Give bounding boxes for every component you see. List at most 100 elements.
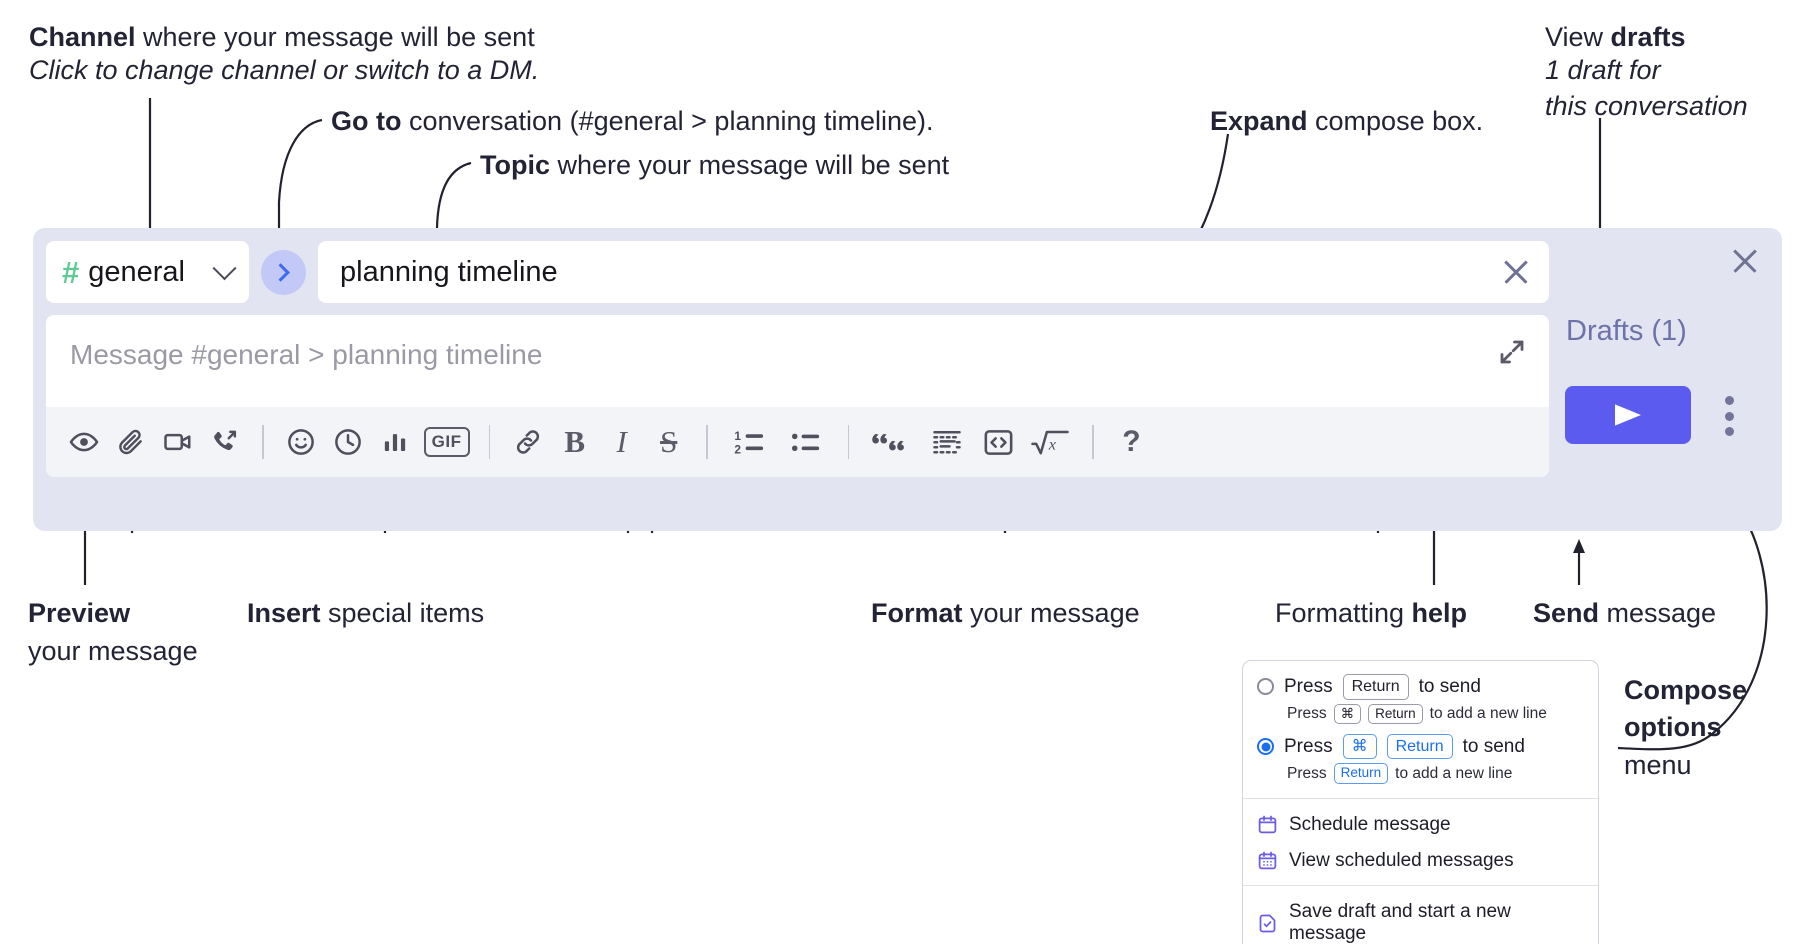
ordered-list-icon[interactable]: 1 2 [722,419,778,466]
toolbar-divider-4 [847,425,850,459]
toolbar-divider-2 [488,425,491,459]
annotation-compose-options-2: options [1624,712,1722,742]
chevron-down-icon [212,255,237,280]
annotation-expand-rest: compose box. [1307,106,1484,136]
option2-tail: to send [1462,735,1525,757]
drafts-link[interactable]: Drafts (1) [1566,315,1687,347]
svg-text:x: x [1048,436,1057,454]
topic-input[interactable]: planning timeline [340,255,558,288]
math-icon[interactable]: x [1022,419,1078,466]
send-button[interactable] [1565,386,1691,444]
option1-sub-key-cmd: ⌘ [1333,703,1362,724]
annotation-send-bold: Send [1533,598,1600,628]
preview-icon[interactable] [60,419,107,466]
option1-key-return: Return [1342,674,1409,700]
annotation-compose-options-3: menu [1624,750,1692,780]
option1-sub-tail: to add a new line [1429,704,1547,722]
calendar-icon [1257,814,1278,835]
inline-code-icon[interactable] [975,419,1022,466]
annotation-expand-bold: Expand [1210,106,1308,136]
gif-icon[interactable]: GIF [419,419,475,466]
kebab-dot-2 [1724,411,1734,421]
bar-chart-icon[interactable] [372,419,419,466]
svg-text:2: 2 [734,442,741,456]
option2-sub-press: Press [1287,764,1327,782]
menu-item-schedule-message[interactable]: Schedule message [1243,804,1598,843]
annotation-format-bold: Format [871,598,963,628]
italic-icon[interactable]: I [598,419,645,466]
menu-item-label: Save draft and start a new message [1289,901,1511,944]
annotation-compose-options-1: Compose [1624,675,1748,705]
dropdown-divider-2 [1243,884,1598,886]
radio-return[interactable] [1257,678,1274,696]
menu-item-save-draft[interactable]: Save draft and start a new message [1243,891,1598,944]
calendar-grid-icon [1257,850,1278,871]
expand-compose-icon[interactable] [1497,337,1527,367]
kebab-dot-3 [1724,427,1734,436]
annotation-channel-title: Channel where your message will be sent [29,22,535,54]
toolbar-divider-3 [706,425,708,459]
annotation-goto: Go to conversation (#general > planning … [331,106,934,138]
clear-topic-icon[interactable] [1501,257,1531,287]
paperclip-icon[interactable] [107,419,154,466]
menu-item-view-scheduled[interactable]: View scheduled messages [1243,843,1598,879]
strikethrough-icon[interactable]: S [645,419,692,466]
annotation-drafts-sub2: this conversation [1545,91,1748,121]
send-option-cmd-return[interactable]: Press ⌘ Return to send [1257,733,1582,760]
draft-group: Save draft and start a new message [1243,886,1598,944]
toolbar-divider-1 [262,425,264,459]
menu-item-label: View scheduled messages [1289,849,1514,871]
topic-input-wrapper[interactable]: planning timeline [318,241,1549,303]
annotation-topic-bold: Topic [480,150,550,180]
channel-selector[interactable]: # general [46,241,249,303]
send-option-cmd-return-hint: Press Return to add a new line [1287,763,1582,784]
radio-cmd-return[interactable] [1257,738,1274,756]
file-check-icon [1257,913,1278,934]
bulleted-list-icon[interactable] [778,419,834,466]
help-label: ? [1122,425,1141,458]
video-camera-icon[interactable] [154,419,201,466]
annotation-channel-bold: Channel [29,22,136,52]
option1-tail: to send [1418,675,1481,697]
phone-forward-icon[interactable] [201,419,248,466]
help-icon[interactable]: ? [1108,419,1155,466]
emoji-icon[interactable] [278,419,325,466]
italic-label: I [616,424,627,459]
blockquote-icon[interactable] [863,419,919,466]
bold-icon[interactable]: B [551,419,598,466]
option2-key-cmd: ⌘ [1342,733,1377,760]
gif-label: GIF [423,427,470,457]
annotation-send: Send message [1533,598,1716,630]
code-block-icon[interactable] [919,419,975,466]
option2-sub-tail: to add a new line [1395,764,1513,782]
send-option-return[interactable]: Press Return to send [1257,674,1582,700]
annotation-drafts-title: View drafts [1545,22,1686,54]
clock-icon[interactable] [325,419,372,466]
compose-options-menu-button[interactable] [1719,396,1739,436]
kebab-dot-1 [1724,396,1734,405]
option2-press: Press [1284,735,1333,757]
schedule-group: Schedule message View scheduled m [1243,799,1598,885]
goto-conversation-button[interactable] [261,249,306,295]
close-compose-icon[interactable] [1730,246,1760,276]
message-placeholder: Message #general > planning timeline [70,339,543,370]
annotation-send-rest: message [1599,598,1717,628]
option1-sub-press: Press [1287,704,1327,722]
annotation-expand: Expand compose box. [1210,106,1483,138]
annotation-insert-bold: Insert [247,598,321,628]
send-shortcut-options: Press Return to send Press ⌘ Return to a… [1243,661,1598,798]
compose-main-column: # general planning timeline Message #gen… [46,241,1549,518]
annotation-goto-bold: Go to [331,106,402,136]
toolbar-divider-5 [1092,425,1094,459]
link-icon[interactable] [504,419,551,466]
annotation-insert: Insert special items [247,598,484,630]
annotation-format: Format your message [871,598,1140,630]
option1-press: Press [1284,675,1333,697]
annotation-channel-sub: Click to change channel or switch to a D… [29,55,540,85]
channel-name-label: general [88,255,185,288]
message-input-area[interactable]: Message #general > planning timeline [46,315,1549,407]
compose-destination-row: # general planning timeline [46,241,1549,303]
menu-item-label: Schedule message [1289,813,1451,835]
chevron-right-icon [271,262,290,282]
dropdown-divider-1 [1243,797,1598,799]
